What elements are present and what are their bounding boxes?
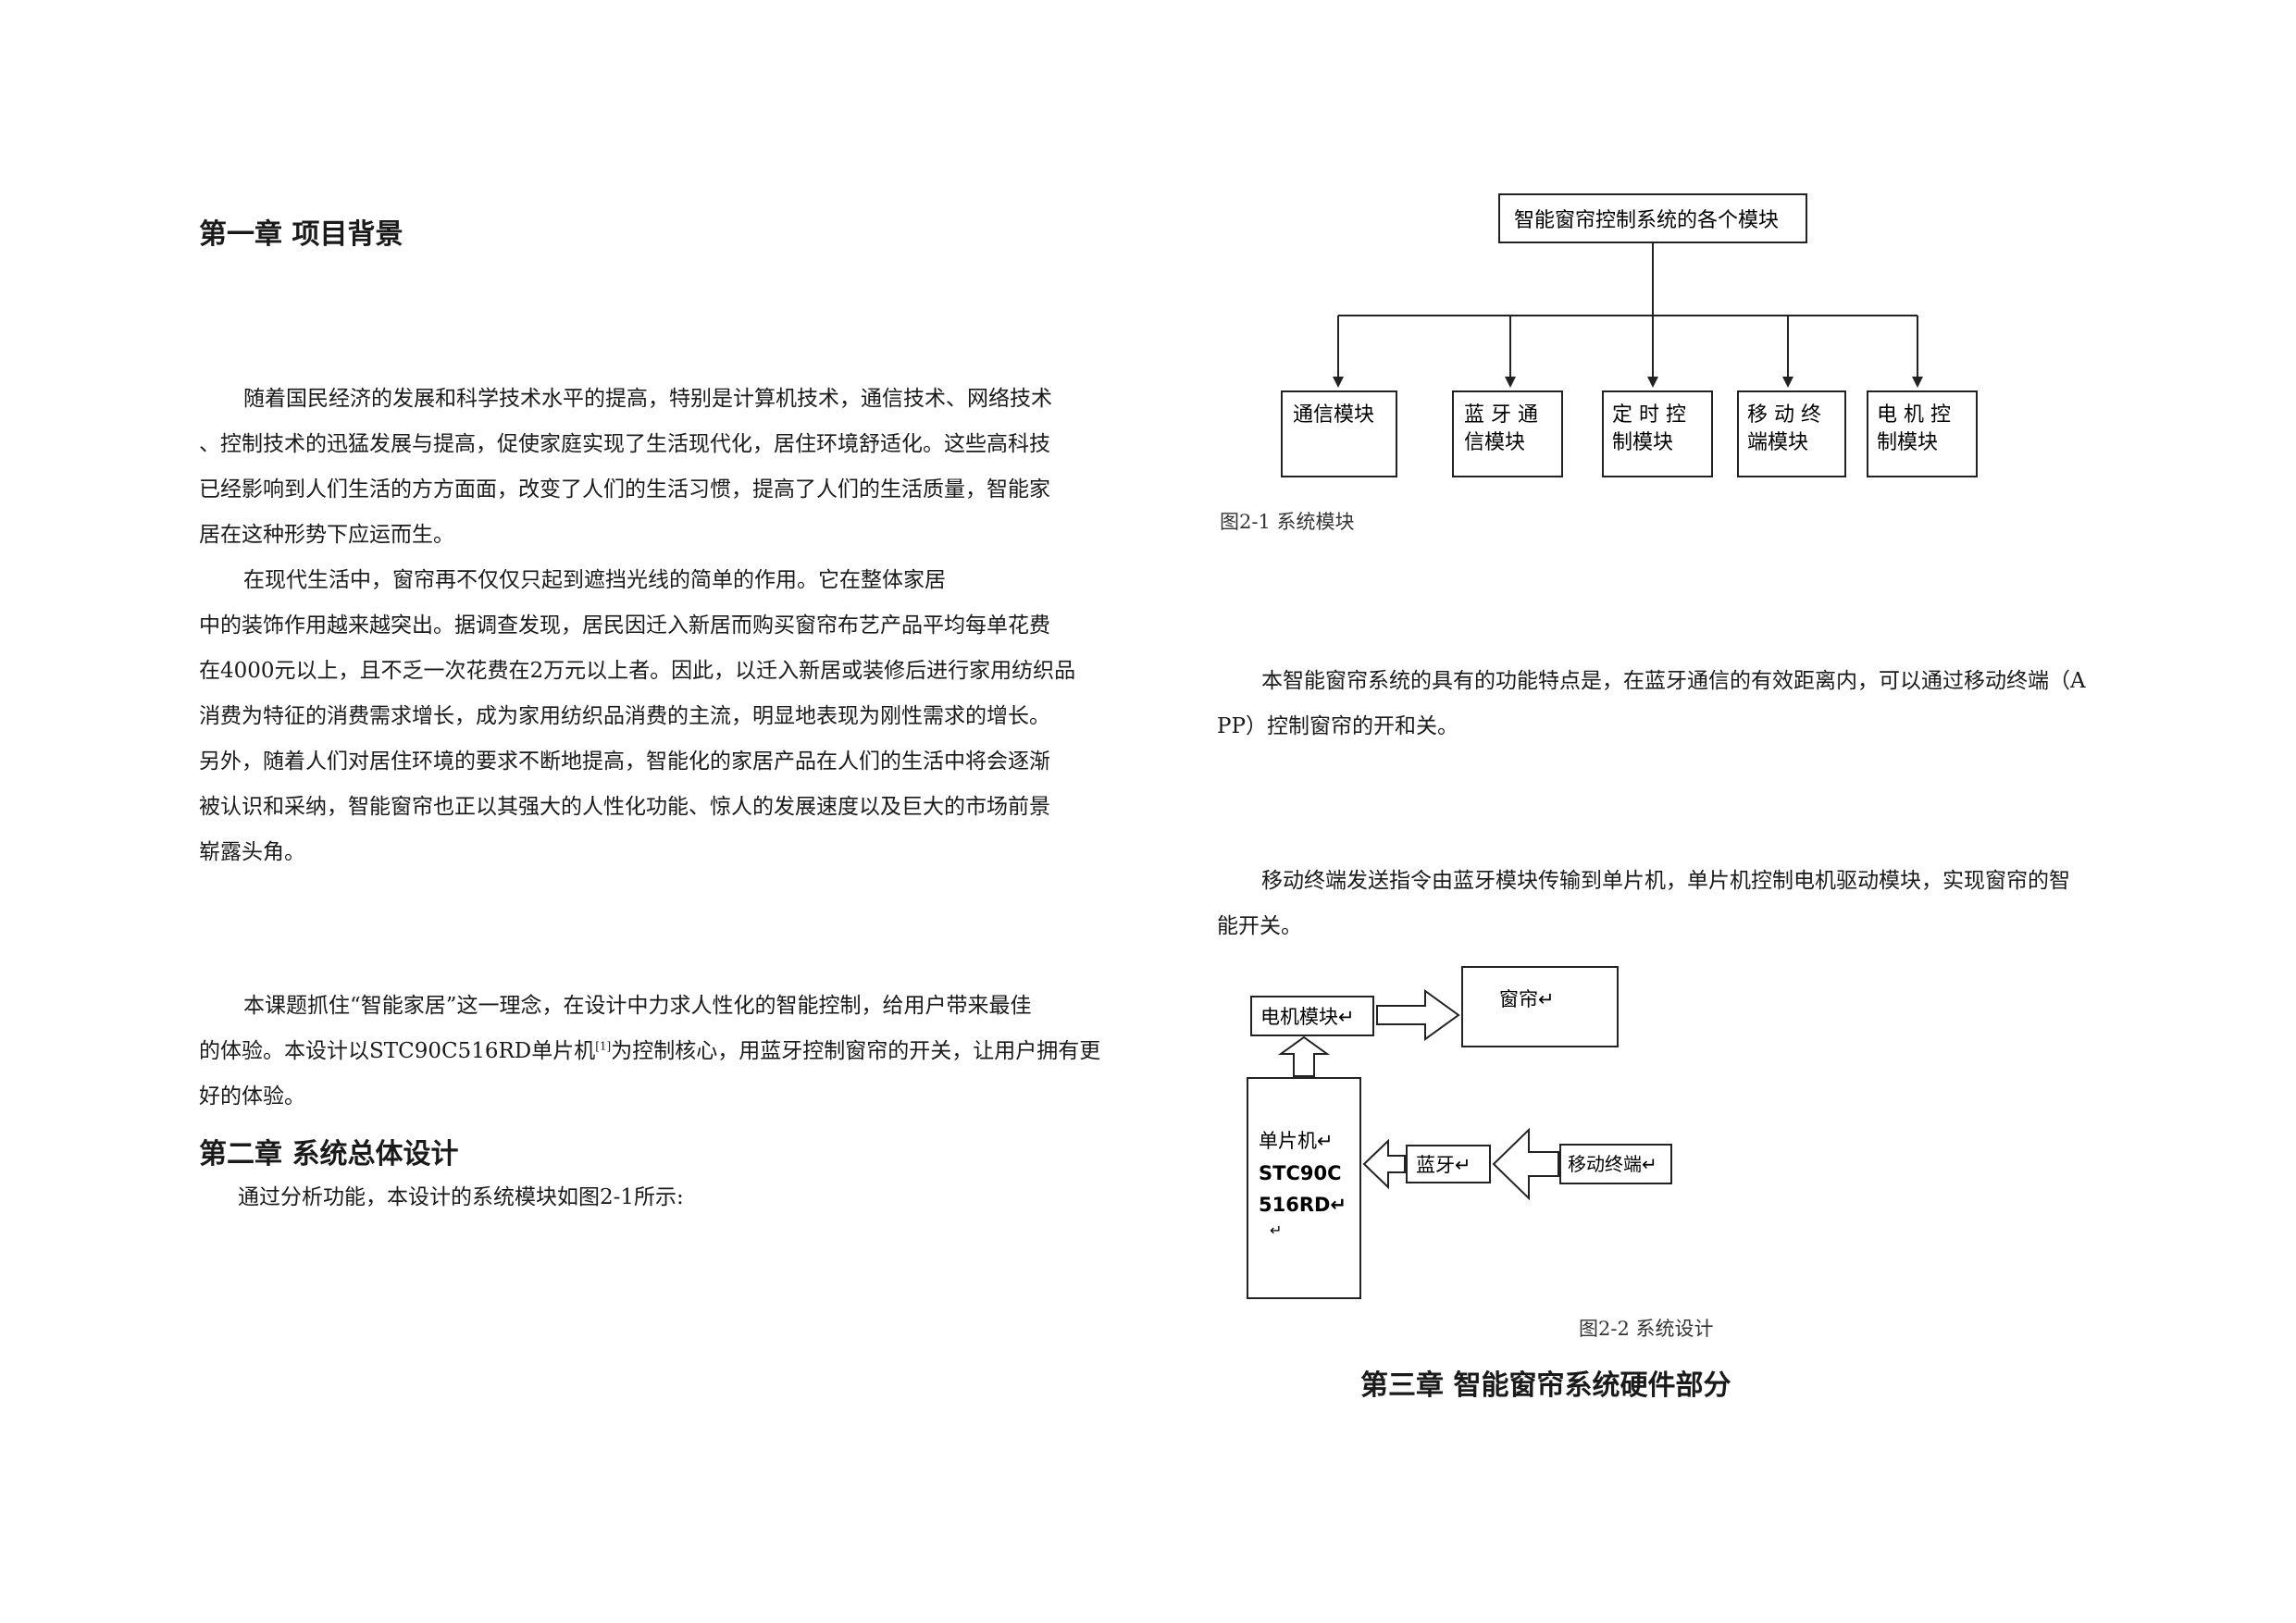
module-box: [1867, 390, 1978, 477]
system-modules-diagram: 智能窗帘控制系统的各个模块 通信模块 蓝 牙 通 信模块 定 时 控 制模块 移…: [1281, 193, 1978, 477]
text-line: 能开关。: [1217, 914, 1302, 938]
paragraph-flow: 移动终端发送指令由蓝牙模块传输到单片机，单片机控制电机驱动模块，实现窗帘的智 能…: [1217, 859, 2170, 949]
module-box: [1602, 390, 1713, 477]
arrow-mcu-to-motor: [1277, 1035, 1331, 1077]
system-design-diagram: 电机模块↵ 窗帘↵ 单片机↵ STC90C 516RD↵ ↵ 蓝牙↵ 移动终端↵: [1247, 966, 1672, 1299]
chapter1-heading: 第一章 项目背景: [199, 218, 403, 251]
mcu-label: STC90C: [1259, 1162, 1342, 1184]
text-line: 随着国民经济的发展和科学技术水平的提高，特别是计算机技术，通信技术、网络技术: [243, 387, 1052, 411]
module-label: 制模块: [1877, 431, 1938, 454]
motor-label: 电机模块↵: [1260, 1006, 1355, 1028]
text-line: 中的装饰作用越来越突出。据调查发现，居民因迁入新居而购买窗帘布艺产品平均每单花费: [199, 613, 1050, 638]
module-box: [1452, 390, 1563, 477]
citation-ref[interactable]: [1]: [595, 1039, 612, 1053]
text-line: 在现代生活中，窗帘再不仅仅只起到遮挡光线的简单的作用。它在整体家居: [243, 568, 946, 592]
module-label: 电 机 控: [1877, 403, 1951, 427]
paragraph-features: 本智能窗帘系统的具有的功能特点是，在蓝牙通信的有效距离内，可以通过移动终端（A …: [1217, 659, 2170, 750]
paragraph-concept: 本课题抓住“智能家居”这一理念，在设计中力求人性化的智能控制，给用户带来最佳 的…: [199, 984, 1143, 1120]
text-line: 被认识和采纳，智能窗帘也正以其强大的人性化功能、惊人的发展速度以及巨大的市场前景: [199, 795, 1050, 819]
mobile-box: [1559, 1144, 1672, 1184]
module-label: 定 时 控: [1612, 403, 1686, 427]
module-label: 信模块: [1464, 431, 1525, 454]
chapter2-heading: 第二章 系统总体设计: [199, 1138, 459, 1171]
curtain-box: [1461, 966, 1619, 1047]
bluetooth-label: 蓝牙↵: [1416, 1154, 1471, 1176]
text-line: 的体验。本设计以STC90C516RD单片机[1]为控制核心，用蓝牙控制窗帘的开…: [199, 1029, 1143, 1074]
chapter2-text: 通过分析功能，本设计的系统模块如图2-1所示:: [238, 1185, 684, 1209]
text-line: 在4000元以上，且不乏一次花费在2万元以上者。因此，以迁入新居或装修后进行家用…: [199, 659, 1076, 683]
mcu-label: 单片机↵: [1259, 1130, 1334, 1152]
text-line: 崭露头角。: [199, 840, 305, 864]
text-line: 好的体验。: [199, 1084, 305, 1109]
text-line: 移动终端发送指令由蓝牙模块传输到单片机，单片机控制电机驱动模块，实现窗帘的智: [1261, 869, 2070, 893]
arrow-motor-to-curtain: [1376, 989, 1460, 1041]
chapter3-heading: 第三章 智能窗帘系统硬件部分: [1360, 1369, 1731, 1402]
text-segment: 为控制核心，用蓝牙控制窗帘的开关，让用户拥有更: [611, 1039, 1101, 1063]
module-label: 蓝 牙 通: [1464, 403, 1538, 427]
bluetooth-box: [1406, 1145, 1491, 1183]
root-box: [1498, 193, 1807, 243]
paragraph-background: 随着国民经济的发展和科学技术水平的提高，特别是计算机技术，通信技术、网络技术 、…: [199, 377, 1143, 875]
mcu-box: [1247, 1077, 1361, 1299]
arrow-mobile-to-bluetooth: [1492, 1127, 1559, 1201]
text-line: 另外，随着人们对居住环境的要求不断地提高，智能化的家居产品在人们的生活中将会逐渐: [199, 750, 1050, 774]
text-line: 本智能窗帘系统的具有的功能特点是，在蓝牙通信的有效距离内，可以通过移动终端（A: [1261, 669, 2086, 693]
text-line: 、控制技术的迅猛发展与提高，促使家庭实现了生活现代化，居住环境舒适化。这些高科技: [199, 432, 1050, 456]
figure1-caption: 图2-1 系统模块: [1220, 511, 1355, 533]
module-label: 端模块: [1747, 431, 1808, 454]
mobile-label: 移动终端↵: [1568, 1153, 1657, 1175]
module-label: 制模块: [1612, 431, 1673, 454]
module-label: 通信模块: [1293, 403, 1374, 427]
arrow-bluetooth-to-mcu: [1362, 1138, 1406, 1190]
motor-box: [1250, 996, 1374, 1036]
module-box: [1281, 390, 1397, 477]
text-segment: 的体验。本设计以STC90C516RD单片机: [199, 1039, 596, 1063]
mcu-label: ↵: [1270, 1221, 1282, 1239]
text-line: 已经影响到人们生活的方方面面，改变了人们的生活习惯，提高了人们的生活质量，智能家: [199, 477, 1050, 502]
module-label: 移 动 终: [1747, 403, 1821, 427]
text-line: PP）控制窗帘的开和关。: [1217, 714, 1458, 738]
text-line: 居在这种形势下应运而生。: [199, 523, 454, 547]
text-line: 消费为特征的消费需求增长，成为家用纺织品消费的主流，明显地表现为刚性需求的增长。: [199, 704, 1050, 728]
figure2-caption: 图2-2 系统设计: [1579, 1318, 1714, 1340]
curtain-label: 窗帘↵: [1499, 988, 1555, 1010]
text-line: 本课题抓住“智能家居”这一理念，在设计中力求人性化的智能控制，给用户带来最佳: [243, 994, 1032, 1018]
module-box: [1737, 390, 1846, 477]
root-label: 智能窗帘控制系统的各个模块: [1514, 209, 1779, 232]
mcu-label: 516RD↵: [1259, 1194, 1347, 1216]
